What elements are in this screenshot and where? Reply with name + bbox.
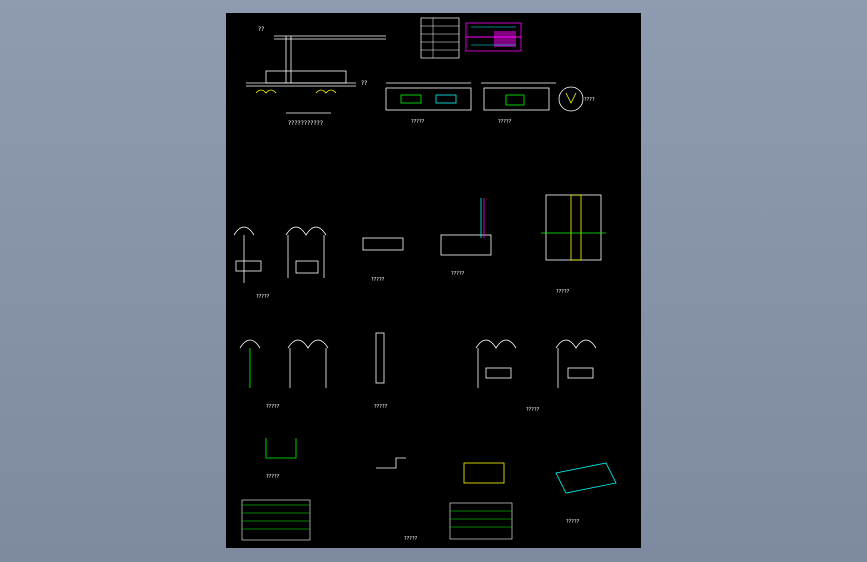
label-d4: ????? [371,277,385,283]
mark-q2-a: ?? [258,26,264,33]
legend-table [420,17,522,59]
section-top-left [246,35,386,114]
bottom-table-left [241,499,311,541]
label-d1: ????? [411,119,425,125]
label-d9: ????? [526,407,540,413]
label-d5: ????? [451,271,465,277]
section-row2 [233,194,606,283]
label-d6: ????? [556,289,570,295]
label-d11: ????? [566,519,580,525]
mark-q4: ???? [584,97,595,103]
label-d7: ????? [266,404,280,410]
label-d10: ????? [266,474,280,480]
bottom-table-middle [449,502,513,540]
title-top-left: ??????????? [288,120,323,127]
drawing-sheet: ?? ?? ??????????? ????? ????? ???? [226,13,641,548]
label-d8: ????? [374,404,388,410]
section-row4 [265,438,617,494]
label-d2: ????? [498,119,512,125]
label-d12: ????? [404,536,418,542]
label-d3: ????? [256,294,270,300]
section-top-right [481,82,584,112]
section-top-middle [385,82,472,111]
section-row3 [239,332,597,388]
cad-drawing: ?? ?? ??????????? ????? ????? ???? [233,17,617,542]
mark-q2-b: ?? [361,80,367,87]
